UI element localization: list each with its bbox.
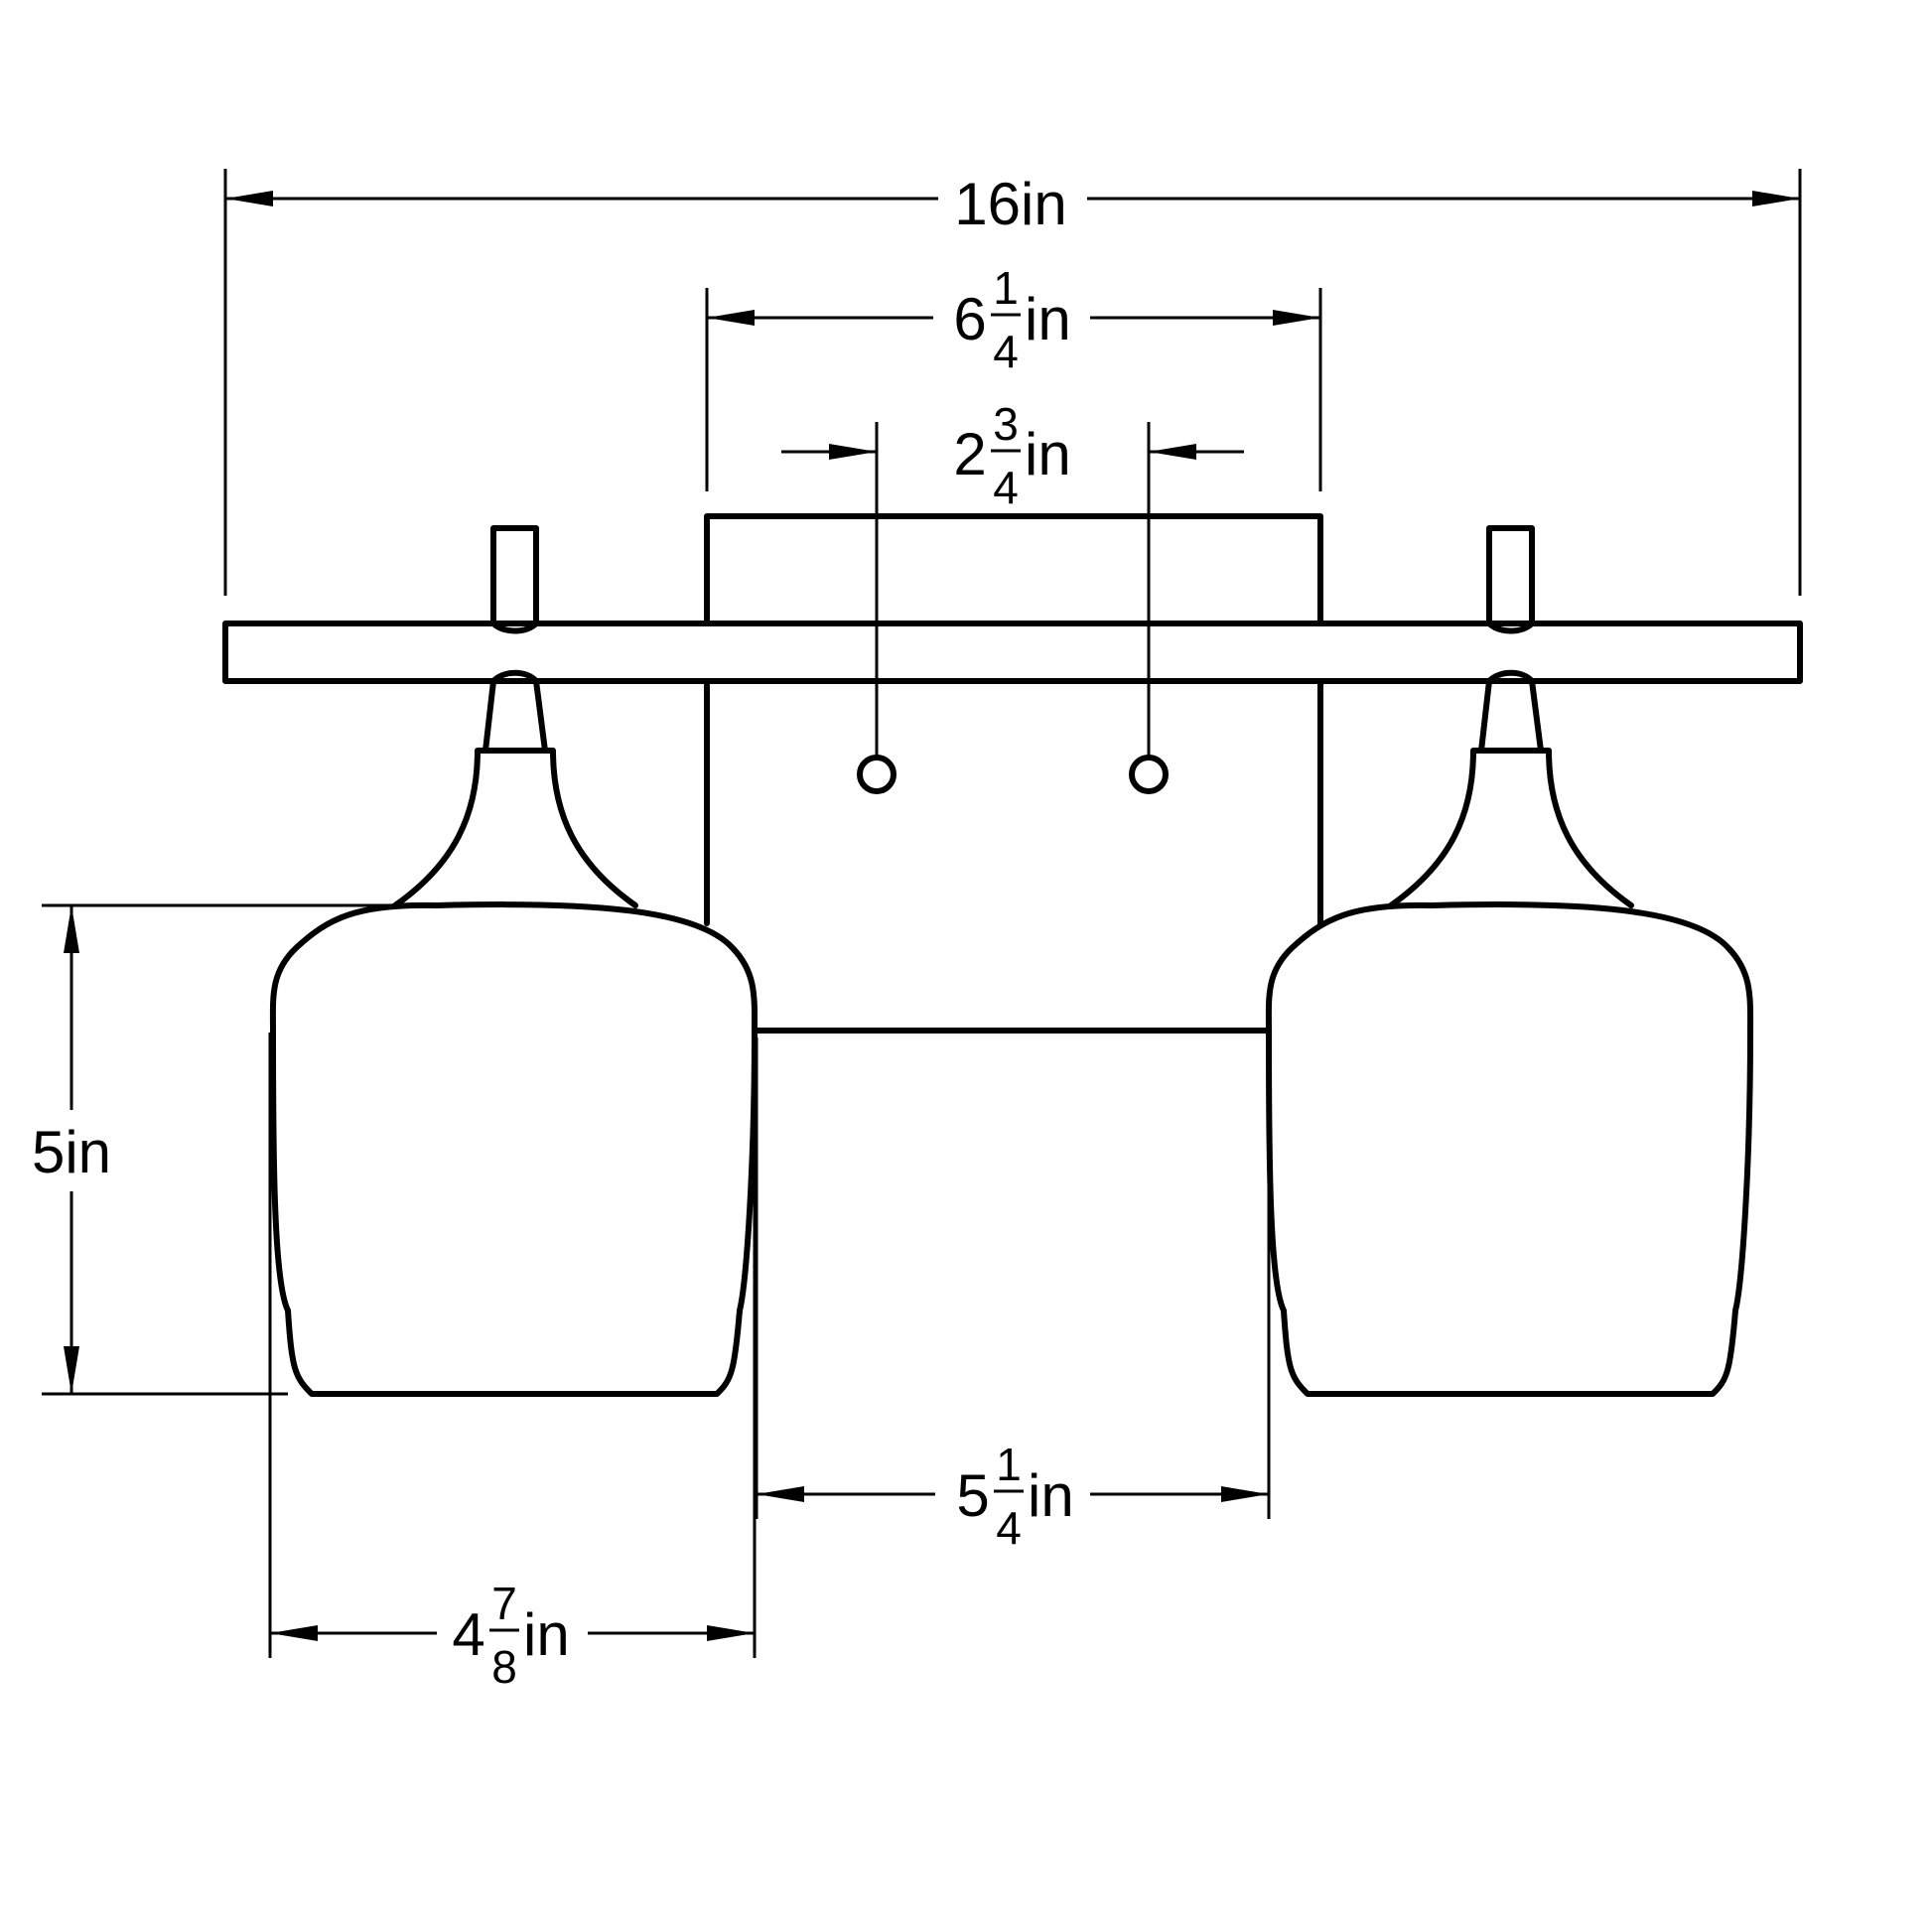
dimension-whole: 2 <box>953 421 986 487</box>
arrowhead <box>829 444 877 460</box>
dimension-label: 16in <box>954 171 1066 237</box>
right-lamp <box>1265 525 1754 1397</box>
right-shade <box>1265 901 1754 1397</box>
dimension-unit: in <box>1025 286 1071 352</box>
dimension-unit: in <box>1025 421 1071 487</box>
arrowhead <box>225 191 273 207</box>
dimension-whole: 4 <box>452 1601 484 1668</box>
left-socket-cap <box>490 525 539 634</box>
fixture <box>222 513 1803 1397</box>
dimension-denominator: 4 <box>996 1502 1022 1554</box>
mounting-hole-right <box>1129 755 1169 794</box>
dimension-shade-gap: 5 1 4 in <box>755 1037 1271 1554</box>
dimension-denominator: 8 <box>491 1641 517 1693</box>
left-lamp <box>269 525 759 1397</box>
right-socket-neck <box>1478 669 1544 754</box>
dimension-shade-width: 4 7 8 in <box>268 1033 757 1693</box>
dimension-whole: 5 <box>956 1462 989 1529</box>
arrowhead <box>1273 310 1320 326</box>
dimension-whole: 6 <box>953 286 986 352</box>
arrowhead <box>1221 1486 1269 1502</box>
arrowhead <box>1752 191 1800 207</box>
dimension-backplate-width: 6 1 4 in <box>705 262 1322 491</box>
arrowhead <box>707 1625 755 1641</box>
dimension-overall-width: 16 in <box>223 169 1802 596</box>
arrowhead <box>64 905 79 953</box>
mounting-hole-left <box>857 755 897 794</box>
left-socket-neck <box>483 669 548 754</box>
dimension-unit: in <box>523 1601 570 1668</box>
dimension-shade-height: 5in <box>32 903 417 1396</box>
dimension-numerator: 1 <box>996 1439 1022 1490</box>
arrowhead <box>270 1625 318 1641</box>
dimension-unit: in <box>1028 1462 1074 1529</box>
dimension-label: 5in <box>32 1119 111 1185</box>
arrowhead <box>1149 444 1196 460</box>
backplate <box>704 513 1323 926</box>
left-socket-holder <box>392 748 638 908</box>
dimension-numerator: 7 <box>491 1578 517 1629</box>
right-socket-cap <box>1486 525 1535 634</box>
right-socket-holder <box>1388 748 1634 908</box>
arm-bar <box>222 621 1803 684</box>
dimension-numerator: 3 <box>993 398 1019 450</box>
dimension-mounting-holes: 2 3 4 in <box>781 398 1244 758</box>
arrowhead <box>757 1486 804 1502</box>
dimension-numerator: 1 <box>993 262 1019 314</box>
dimension-denominator: 4 <box>993 326 1019 377</box>
arrowhead <box>707 310 755 326</box>
left-shade <box>269 901 759 1397</box>
arrowhead <box>64 1346 79 1394</box>
dimension-denominator: 4 <box>993 462 1019 513</box>
